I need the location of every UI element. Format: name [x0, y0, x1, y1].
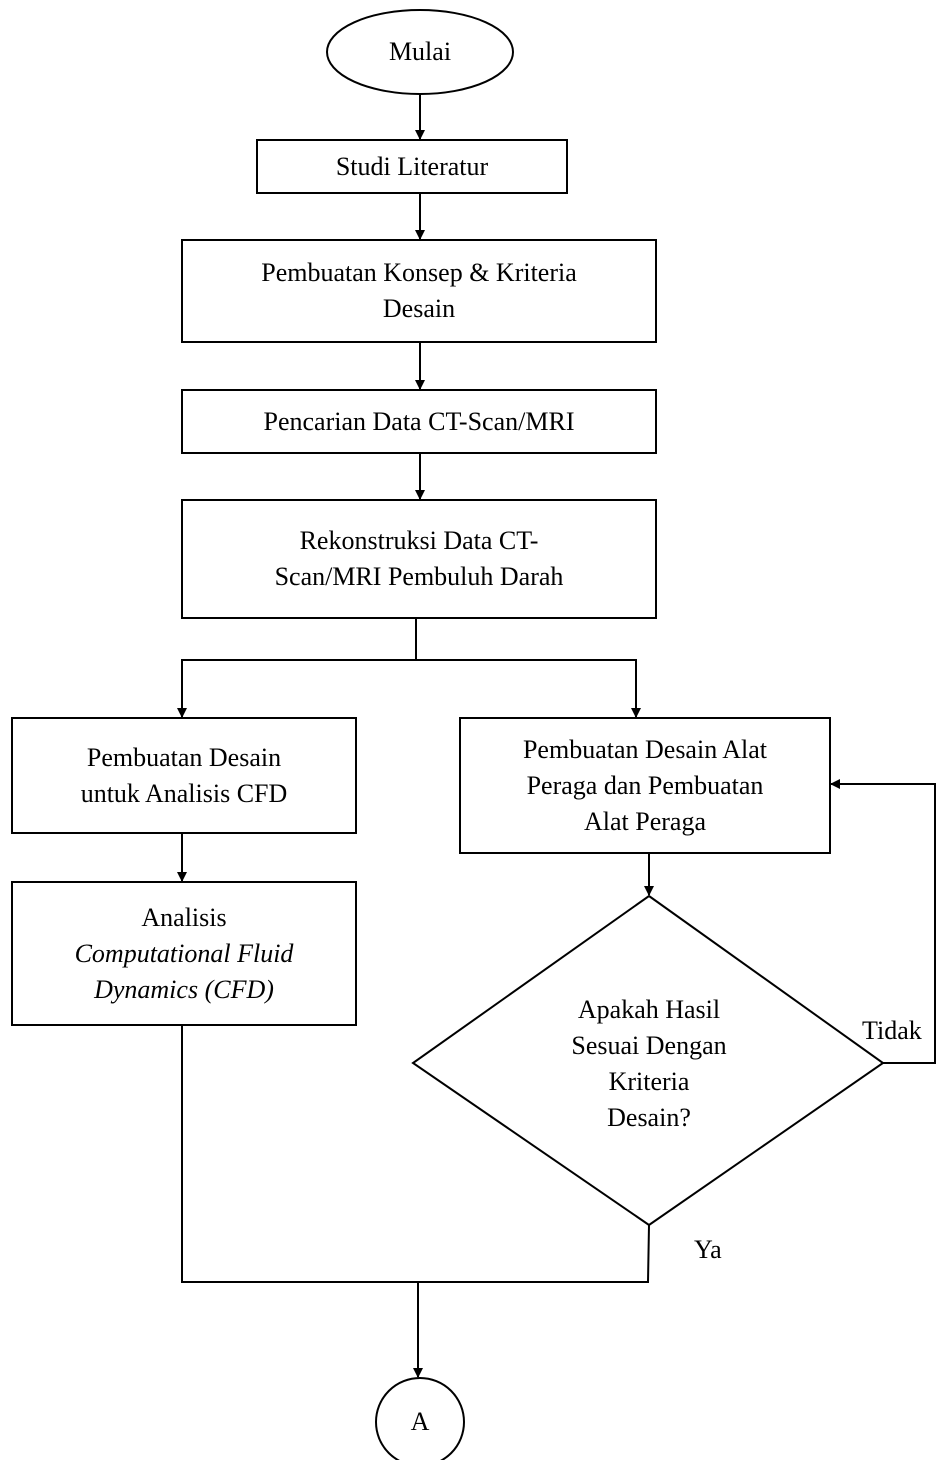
- literature-box: [256, 139, 568, 194]
- flow-no-loop: [830, 779, 936, 1064]
- cfd-analysis-label: Analisis Computational Fluid Dynamics (C…: [74, 902, 294, 1004]
- literature-label: Studi Literatur: [335, 151, 489, 181]
- data-search-label: Pencarian Data CT-Scan/MRI: [263, 406, 575, 436]
- connector-a: [375, 1377, 465, 1460]
- yes-label: Ya: [694, 1235, 722, 1264]
- cfd-analysis-box: [11, 881, 357, 1026]
- concept-label: Pembuatan Konsep & Kriteria Desain: [261, 258, 577, 323]
- start-label: Mulai: [388, 37, 452, 66]
- flow-reconstruction-split: [177, 618, 417, 718]
- cfd-design-label: Pembuatan Desain untuk Analisis CFD: [80, 742, 288, 808]
- decision-label: Apakah Hasil Sesuai Dengan Kriteria Desa…: [571, 995, 727, 1132]
- no-label: Tidak: [862, 1016, 922, 1045]
- connector-label: A: [410, 1407, 430, 1436]
- cfd-design-box: [11, 717, 357, 834]
- flow-yes-merge: [181, 1025, 650, 1283]
- reconstruction-label: Rekonstruksi Data CT- Scan/MRI Pembuluh …: [274, 526, 564, 591]
- prop-design-label: Pembuatan Desain Alat Peraga dan Pembuat…: [522, 734, 768, 836]
- flow-split-right: [416, 659, 641, 718]
- reconstruction-box: [181, 499, 657, 619]
